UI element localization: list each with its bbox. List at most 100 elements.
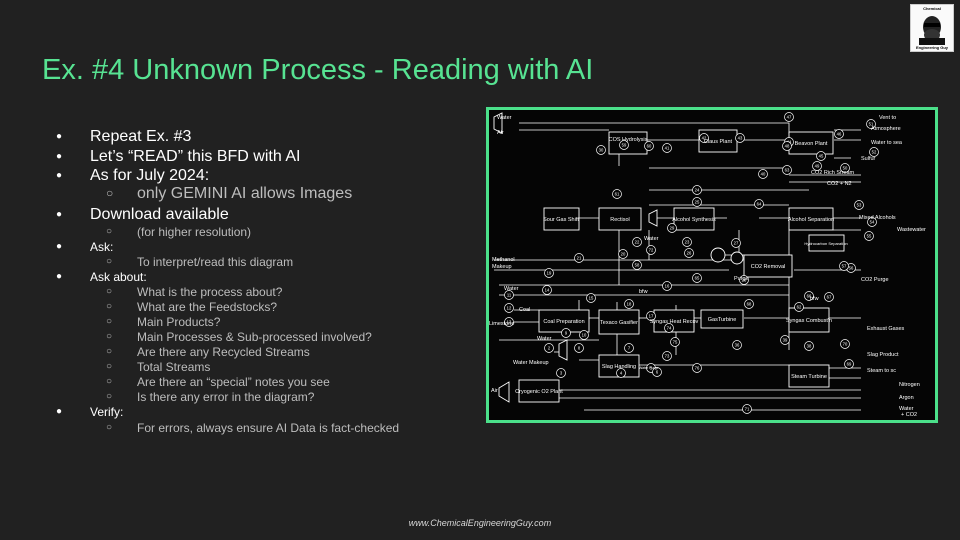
label-air-bottom: Air — [491, 388, 498, 394]
stream-number: 9 — [565, 331, 568, 336]
stream-marker — [844, 359, 854, 369]
block-alcsyn: Alcohol Synthesis — [672, 217, 716, 223]
filled-bullet-icon: ● — [56, 271, 63, 282]
stream-number: 60 — [647, 144, 652, 149]
stream-number: 39 — [783, 338, 788, 343]
stream-number: 28 — [742, 278, 747, 283]
stream-marker — [824, 292, 834, 302]
block-sourgas: Sour Gas Shift — [543, 217, 579, 223]
slide-title: Ex. #4 Unknown Process - Reading with AI — [42, 54, 594, 86]
stream-number: 27 — [734, 241, 739, 246]
label-water-mid: Water — [644, 236, 659, 242]
stream-number: 61 — [615, 192, 620, 197]
label-wastewater: Wastewater — [897, 227, 926, 233]
stream-number: 53 — [857, 203, 862, 208]
stream-number: 74 — [667, 326, 672, 331]
bullet-text: Is there any error in the diagram? — [137, 390, 315, 404]
label-co2-purge: CO2 Purge — [861, 277, 889, 283]
stream-marker — [684, 248, 694, 258]
bullet-text: Ask about: — [90, 270, 147, 284]
stream-number: 12 — [507, 306, 512, 311]
hollow-bullet-icon: ○ — [106, 226, 113, 237]
stream-number: 2 — [548, 346, 551, 351]
stream-marker — [619, 140, 629, 150]
label-steam-to-sc: Steam to sc — [867, 368, 896, 374]
stream-marker — [834, 129, 844, 139]
stream-number: 30 — [599, 148, 604, 153]
label-argon: Argon — [899, 395, 914, 401]
filled-bullet-icon: ● — [56, 170, 63, 181]
stream-number: 51 — [869, 122, 874, 127]
hollow-bullet-icon: ○ — [106, 286, 113, 297]
stream-number: 13 — [507, 320, 512, 325]
label-co2-rich: CO2 Rich Stream — [811, 170, 855, 176]
stream-marker — [744, 299, 754, 309]
stream-number: 40 — [761, 172, 766, 177]
block-steamturb: Steam Turbine — [791, 374, 827, 380]
stream-marker — [804, 341, 814, 351]
bullet-text: Are there any Recycled Streams — [137, 345, 310, 359]
stream-number: 26 — [687, 251, 692, 256]
stream-marker — [742, 404, 752, 414]
bullet-text: Let’s “READ” this BFD with AI — [90, 148, 301, 165]
label-water-out: Water — [899, 406, 914, 412]
stream-number: 71 — [745, 407, 750, 412]
stream-marker — [699, 133, 709, 143]
stream-number: 64 — [757, 202, 762, 207]
block-syngasheat: Syngas Heat Recov — [650, 319, 699, 325]
stream-number: 18 — [627, 302, 632, 307]
stream-marker — [692, 273, 702, 283]
block-coalprep: Coal Preparation — [543, 319, 584, 325]
stream-number: 50 — [843, 166, 848, 171]
block-hydro: Hydrocarbon Separation — [804, 241, 847, 246]
stream-marker — [579, 330, 589, 340]
stream-number: 54 — [870, 220, 875, 225]
stream-marker — [662, 281, 672, 291]
stream-number: 25 — [695, 200, 700, 205]
stream-number: 19 — [547, 271, 552, 276]
bullet-text: As for July 2024: — [90, 167, 210, 184]
stream-number: 73 — [665, 354, 670, 359]
stream-number: 70 — [843, 342, 848, 347]
block-beavon: Beavon Plant — [795, 141, 828, 147]
filled-bullet-icon: ● — [56, 241, 63, 252]
stream-marker — [556, 368, 566, 378]
bullet-text: Repeat Ex. #3 — [90, 128, 192, 145]
bullet-text: Ask: — [90, 240, 114, 254]
stream-marker — [869, 147, 879, 157]
stream-number: 63 — [785, 168, 790, 173]
stream-number: 4 — [620, 371, 623, 376]
stream-marker — [542, 285, 552, 295]
hollow-bullet-icon: ○ — [106, 346, 113, 357]
stream-marker — [692, 197, 702, 207]
footer-url: www.ChemicalEngineeringGuy.com — [408, 518, 552, 528]
stream-marker — [864, 231, 874, 241]
stream-marker — [618, 249, 628, 259]
bullet-text: What is the process about? — [137, 285, 283, 299]
label-purge: Purge — [734, 276, 749, 282]
stream-number: 10 — [582, 333, 587, 338]
label-limestone: Limestone — [489, 321, 514, 327]
stream-marker — [840, 339, 850, 349]
block-rectisol: Rectisol — [610, 217, 630, 223]
stream-number: 65 — [695, 276, 700, 281]
stream-marker — [662, 351, 672, 361]
bullet-text: For errors, always ensure AI Data is fac… — [137, 421, 400, 435]
stream-marker — [754, 199, 764, 209]
label-mixed-alcohols: Mixed Alcohols — [859, 215, 896, 221]
stream-marker — [732, 340, 742, 350]
bullet-text: only GEMINI AI allows Images — [137, 185, 353, 202]
stream-number: 56 — [849, 266, 854, 271]
stream-marker — [784, 112, 794, 122]
brand-logo: Chemical Engineering Guy — [910, 4, 954, 52]
stream-number: 76 — [695, 366, 700, 371]
stream-number: 24 — [695, 188, 700, 193]
bullet-text: Verify: — [90, 405, 124, 419]
hollow-bullet-icon: ○ — [106, 331, 113, 342]
stream-number: 42 — [702, 136, 707, 141]
stream-number: 58 — [635, 263, 640, 268]
stream-marker — [682, 237, 692, 247]
stream-marker — [735, 133, 745, 143]
